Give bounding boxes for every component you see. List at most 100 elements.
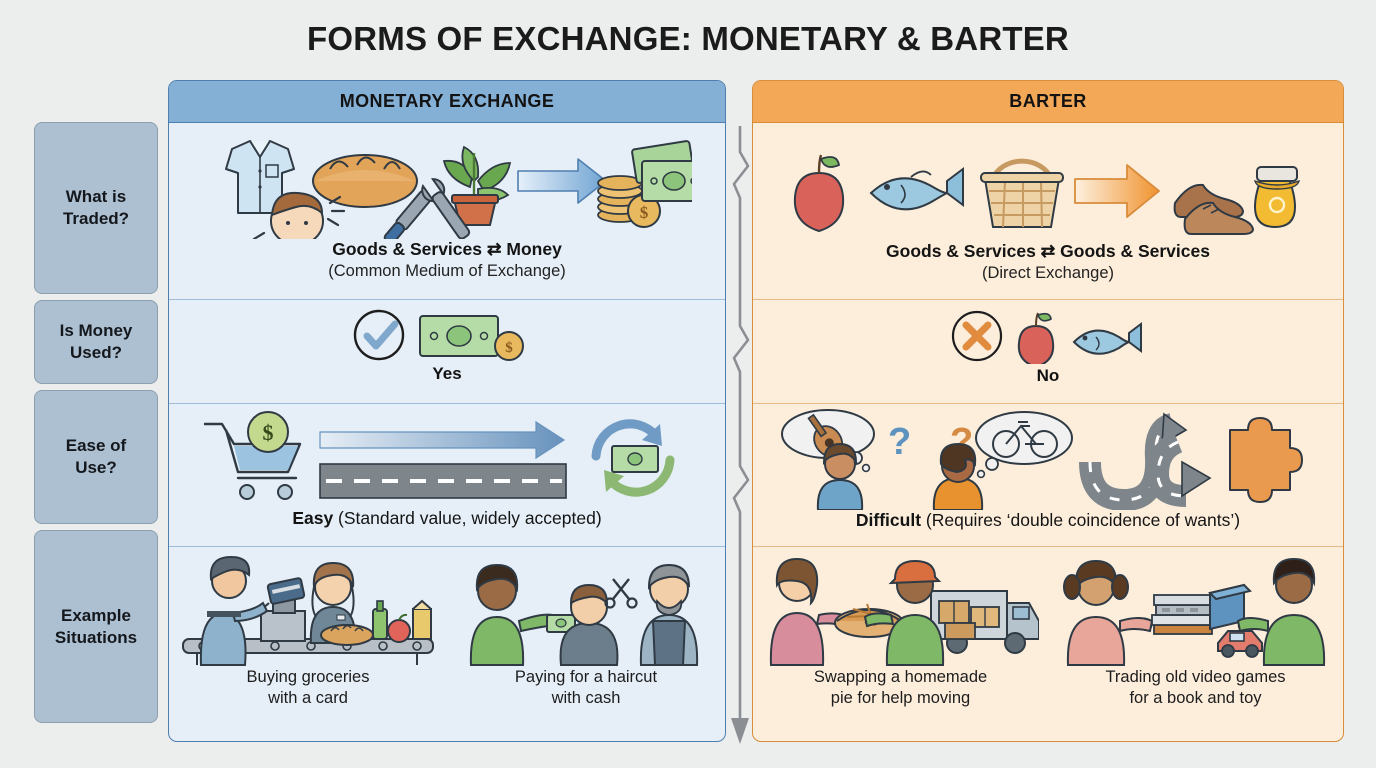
monetary-exchange-panel: MONETARY EXCHANGE [168, 80, 726, 742]
apple-icon [793, 154, 845, 233]
caption-line2: for a book and toy [1129, 688, 1262, 707]
monetary-ease-icons: $ [192, 410, 702, 508]
column-connector-arrow [726, 124, 754, 746]
barter-money-used-icons [950, 308, 1146, 364]
barter-goods-icons [783, 141, 1313, 237]
barbershop-scene [469, 563, 699, 666]
barter-panel: BARTER [752, 80, 1344, 742]
row-label-line1: Example [61, 605, 131, 625]
row-label-line2: Situations [54, 627, 138, 647]
barter-ease-caption-rest: (Requires ‘double coincidence of wants’) [921, 510, 1241, 530]
grocery-checkout-scene [182, 555, 434, 666]
barter-ease-icons: ? ? [778, 408, 1318, 510]
check-circle-icon [353, 309, 405, 361]
monetary-goods-icons: $ [202, 129, 692, 239]
monetary-what-traded-subcaption: (Common Medium of Exchange) [328, 262, 566, 280]
row-label-what-traded: What is Traded? [34, 122, 158, 294]
monetary-example-list: Buying groceries with a card [169, 551, 725, 708]
tools-icon [383, 178, 471, 239]
coin-stack-icon: $ [597, 175, 661, 228]
caption-line2: with cash [551, 688, 621, 707]
list-item: Buying groceries with a card [177, 551, 439, 708]
list-item-caption: Paying for a haircut with cash [515, 667, 657, 708]
circular-exchange-money-icon [591, 419, 675, 497]
person-haircut-icon [252, 191, 346, 239]
bread-icon [312, 154, 418, 208]
fish-icon [1072, 322, 1142, 355]
coin-icon: $ [494, 331, 524, 361]
monetary-ease-caption-rest: (Standard value, widely accepted) [333, 508, 602, 528]
row-label-is-money-used: Is Money Used? [34, 300, 158, 384]
monetary-panel-header: MONETARY EXCHANGE [169, 81, 725, 123]
barter-ease-caption: Difficult (Requires ‘double coincidence … [856, 510, 1240, 531]
barter-ease-caption-bold: Difficult [855, 510, 922, 530]
row-label-line2: Use? [75, 458, 117, 477]
scissors-icon [604, 578, 638, 609]
monetary-what-traded-caption: Goods & Services ⇄ Money [332, 239, 562, 259]
svg-text:$: $ [505, 340, 513, 356]
person-thinking-bicycle-icon [932, 411, 1073, 510]
monetary-money-used-cell: $ Yes [169, 300, 725, 404]
barter-panel-header: BARTER [753, 81, 1343, 123]
shopping-cart-dollar-icon: $ [204, 411, 302, 500]
barter-money-used-answer: No [1036, 366, 1060, 385]
barter-money-used-cell: No [753, 300, 1343, 404]
monetary-examples-cell: Buying groceries with a card [169, 547, 725, 741]
potted-plant-icon [442, 145, 512, 226]
pie-for-moving-scene [769, 557, 1039, 666]
person-thinking-guitar-icon [781, 409, 875, 510]
barter-what-traded-subcaption: (Direct Exchange) [981, 264, 1115, 282]
caption-line1: Paying for a haircut [514, 668, 658, 686]
straight-arrow-icon [319, 420, 566, 460]
barter-what-traded-caption: Goods & Services ⇄ Goods & Services [886, 241, 1210, 261]
honey-jar-icon [1253, 166, 1301, 229]
monetary-money-used-icons: $ [352, 308, 542, 362]
monetary-ease-caption: Easy (Standard value, widely accepted) [292, 508, 601, 529]
caption-line1: Swapping a homemade [813, 668, 988, 686]
barter-examples-cell: Swapping a homemade pie for help moving [753, 547, 1343, 741]
caption-line1: Buying groceries [246, 668, 370, 686]
barter-what-traded-cell: Goods & Services ⇄ Goods & Services (Dir… [753, 123, 1343, 300]
caption-line2: pie for help moving [830, 688, 971, 707]
monetary-ease-of-use-cell: $ [169, 404, 725, 547]
fish-icon [869, 167, 964, 211]
row-label-line2: Used? [70, 343, 122, 362]
list-item: Trading old video games for a book and t… [1058, 551, 1334, 708]
monetary-ease-caption-bold: Easy [292, 508, 334, 528]
kids-trading-scene [1062, 557, 1325, 666]
list-item-caption: Trading old video games for a book and t… [1105, 667, 1285, 708]
list-item: Swapping a homemade pie for help moving [763, 551, 1039, 708]
right-arrow-blue [517, 158, 607, 204]
row-label-line1: Ease of [65, 436, 127, 456]
right-arrow-orange [1074, 164, 1160, 218]
list-item-caption: Swapping a homemade pie for help moving [814, 667, 987, 708]
puzzle-piece-icon [1229, 417, 1303, 503]
winding-road-arrow-icon [1079, 412, 1212, 510]
barter-example-list: Swapping a homemade pie for help moving [753, 551, 1343, 708]
row-label-line1: Is Money [59, 321, 133, 341]
banknotes-icon [631, 140, 692, 202]
shoes-icon [1173, 183, 1255, 235]
row-label-line2: Traded? [62, 209, 130, 228]
row-label-line1: What is [65, 187, 127, 207]
page-title: FORMS OF EXCHANGE: MONETARY & BARTER [307, 20, 1069, 57]
list-item: Paying for a haircut with cash [455, 551, 717, 708]
list-item-caption: Buying groceries with a card [247, 667, 370, 708]
barter-ease-of-use-cell: ? ? [753, 404, 1343, 547]
monetary-money-used-answer: Yes [432, 364, 462, 383]
basket-icon [980, 158, 1064, 228]
banknote-icon [419, 315, 499, 357]
caption-line1: Trading old video games [1105, 668, 1286, 686]
row-label-example-situations: Example Situations [34, 530, 158, 723]
svg-text:$: $ [263, 420, 274, 445]
cross-circle-icon [951, 310, 1003, 362]
row-label-column: What is Traded? Is Money Used? Ease of U… [34, 122, 158, 729]
caption-line2: with a card [268, 688, 348, 707]
row-label-ease-of-use: Ease of Use? [34, 390, 158, 524]
svg-text:$: $ [640, 203, 649, 222]
svg-text:?: ? [888, 421, 911, 463]
straight-road-icon [319, 463, 567, 499]
shirt-icon [225, 140, 295, 214]
monetary-what-traded-cell: $ Goods & Services ⇄ Money (Common Mediu… [169, 123, 725, 300]
